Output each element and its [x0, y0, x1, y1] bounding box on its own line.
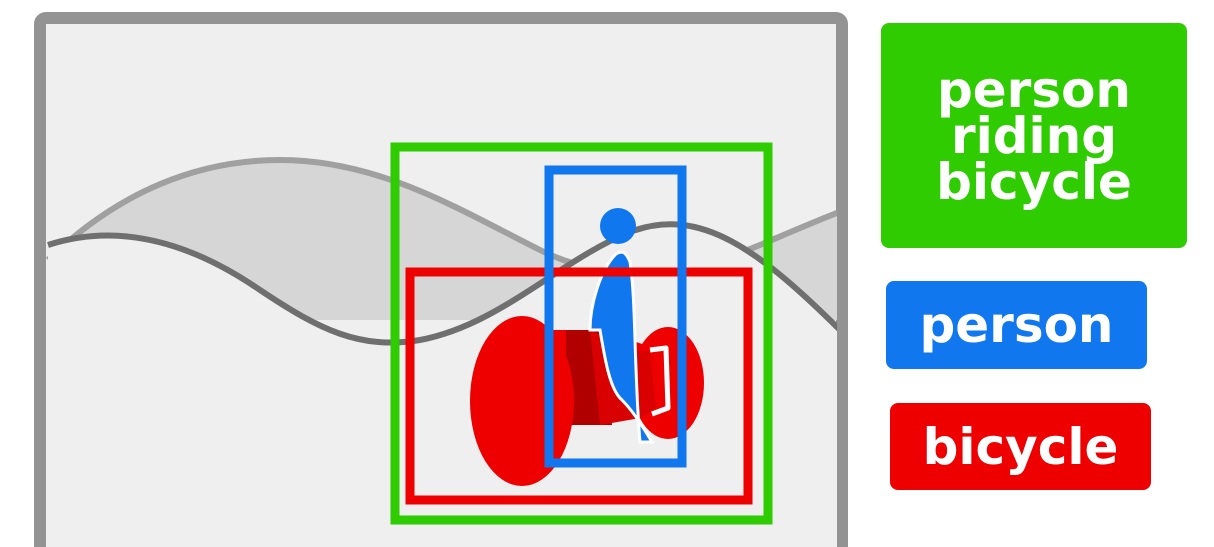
person-riding-bicycle-label-text: person riding bicycle — [889, 67, 1179, 205]
bicycle-label: bicycle — [890, 403, 1151, 490]
bicycle-label-text: bicycle — [923, 418, 1119, 476]
person-label-text: person — [919, 296, 1113, 354]
person-label: person — [886, 281, 1147, 369]
person-riding-bicycle-label: person riding bicycle — [881, 23, 1187, 248]
